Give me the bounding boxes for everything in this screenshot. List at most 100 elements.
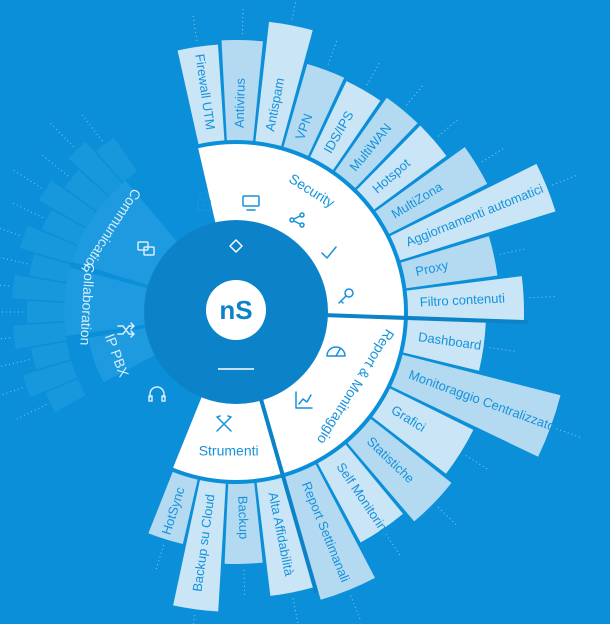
dotted-line (12, 169, 42, 189)
leaf-segment-security-10 (406, 276, 524, 321)
dotted-line (11, 202, 43, 219)
dotted-line (556, 428, 583, 439)
diamond-icon (229, 239, 243, 253)
dotted-line (81, 113, 103, 142)
leaf-segment-security-6 (356, 125, 447, 210)
group-ring-security (198, 144, 404, 318)
left-fan-segment (12, 322, 67, 349)
left-fan-segment (29, 254, 71, 283)
dotted-line (366, 60, 382, 86)
line-chart-icon (295, 391, 313, 409)
leaf-segment-security-8 (390, 163, 556, 261)
group-icons-layer (117, 191, 354, 432)
dotted-line (0, 227, 20, 236)
tools-icon (216, 415, 232, 432)
leaf-segment-strumenti-2 (173, 480, 226, 612)
left-fan-segment (64, 170, 109, 211)
left-fan-segment (19, 225, 78, 264)
leaf-segment-strumenti-3 (148, 471, 198, 544)
dotted-line (529, 295, 558, 299)
leaf-segment-report-3 (347, 418, 452, 522)
group-label-collaboration: Collaboration (77, 263, 97, 346)
nethserver-logo-icon (206, 280, 266, 340)
group-ring-report (260, 315, 404, 474)
leaf-label: Backup (235, 496, 251, 540)
leaf-segment-security-4 (310, 81, 381, 170)
dotted-line (243, 569, 246, 598)
leaf-segment-report-5 (284, 464, 375, 600)
group-separator (325, 313, 528, 325)
shuffle-icon (117, 322, 135, 338)
gauge-icon (326, 346, 346, 357)
leaf-label: Filtro contenuti (419, 290, 505, 309)
dotted-line (193, 615, 196, 624)
dotted-line (0, 387, 23, 397)
dotted-line (241, 6, 244, 35)
leaf-segment-security-1 (221, 39, 263, 141)
leaf-segment-report-1 (391, 354, 561, 457)
group-ring-strumenti (173, 395, 283, 481)
group-ring-layer (63, 144, 528, 594)
dotted-line (154, 544, 165, 572)
dotted-line (0, 337, 11, 340)
leaf-segment-report-2 (372, 388, 474, 474)
leaf-segment-security-9 (400, 236, 498, 289)
left-fan-segment (11, 274, 67, 302)
dotted-line (327, 38, 339, 65)
chat-icon (137, 241, 155, 256)
dotted-line (481, 146, 506, 163)
leaf-segment-security-2 (255, 21, 313, 147)
dotted-line (406, 83, 425, 106)
dotted-line (499, 247, 528, 255)
dotted-line (552, 174, 579, 186)
dotted-line (0, 359, 30, 367)
checkmark-icon (321, 246, 337, 259)
key-icon (338, 288, 354, 304)
leaf-segment-security-0 (177, 44, 225, 145)
leaf-segment-strumenti-1 (224, 483, 263, 565)
group-separator (258, 397, 319, 594)
left-fan-segment (31, 341, 71, 370)
lock-icon (197, 191, 211, 211)
decorative-dotted-lines (0, 0, 583, 624)
dotted-line (192, 13, 198, 41)
left-fan-segment (38, 180, 96, 228)
leaf-label: Proxy (414, 257, 450, 279)
leaf-label: Antivirus (232, 78, 248, 129)
left-fan-segment (41, 209, 86, 245)
group-ring-communication (71, 180, 179, 286)
center-hub: nS (144, 220, 328, 404)
dotted-line (15, 404, 47, 420)
left-fan-segment (96, 137, 138, 183)
left-fan-segment (22, 360, 78, 398)
monitor-icon (242, 195, 260, 211)
left-fan-segment (45, 379, 86, 413)
leaf-segment-security-5 (334, 97, 418, 189)
dotted-line (465, 455, 490, 471)
dotted-line (41, 154, 69, 177)
dotted-line (385, 533, 402, 558)
leaf-segment-security-7 (375, 147, 488, 234)
group-ring-collaboration (63, 267, 150, 336)
leaf-segment-strumenti-0 (256, 477, 313, 596)
logo-text: nS (219, 295, 252, 325)
left-fan-segment (27, 301, 65, 323)
dotted-line (438, 117, 460, 137)
dotted-line (291, 0, 297, 20)
dotted-line (489, 347, 518, 353)
dotted-line (49, 122, 75, 148)
left-fan-segment (68, 141, 123, 196)
dotted-line (0, 284, 10, 287)
dotted-line (292, 598, 299, 624)
group-label-strumenti: Strumenti (199, 443, 259, 459)
share-icon (289, 212, 305, 228)
headset-icon (148, 386, 166, 402)
dotted-line (0, 257, 28, 265)
dotted-line (437, 506, 459, 528)
dotted-line (350, 595, 362, 622)
leaf-segment-report-0 (403, 319, 486, 371)
leaf-segments-layer (11, 21, 561, 612)
leaf-segment-security-3 (283, 64, 345, 156)
leaf-segment-report-4 (317, 444, 404, 543)
